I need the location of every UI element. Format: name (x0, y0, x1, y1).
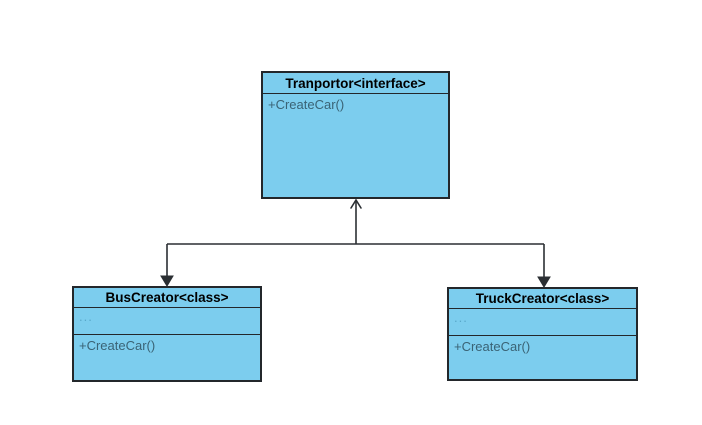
class-box-title: TruckCreator<class> (449, 289, 636, 309)
class-box-attributes-placeholder: ... (449, 309, 636, 336)
class-box-method: +CreateCar() (268, 97, 345, 112)
generalization-connector[interactable] (160, 198, 551, 288)
class-box-truck-creator[interactable]: TruckCreator<class> ... +CreateCar() (447, 287, 638, 381)
filled-arrowhead-down-icon (160, 275, 174, 287)
class-box-bus-creator[interactable]: BusCreator<class> ... +CreateCar() (72, 286, 262, 382)
class-box-title: BusCreator<class> (74, 288, 260, 308)
open-arrowhead-up-icon (350, 198, 362, 209)
filled-arrowhead-down-icon (537, 276, 551, 288)
class-box-transporter-interface[interactable]: Tranportor<interface> +CreateCar() (261, 71, 450, 199)
class-box-method: +CreateCar() (454, 339, 531, 354)
class-box-title: Tranportor<interface> (263, 73, 448, 94)
class-box-method: +CreateCar() (79, 338, 156, 353)
class-box-attributes-placeholder: ... (74, 308, 260, 335)
